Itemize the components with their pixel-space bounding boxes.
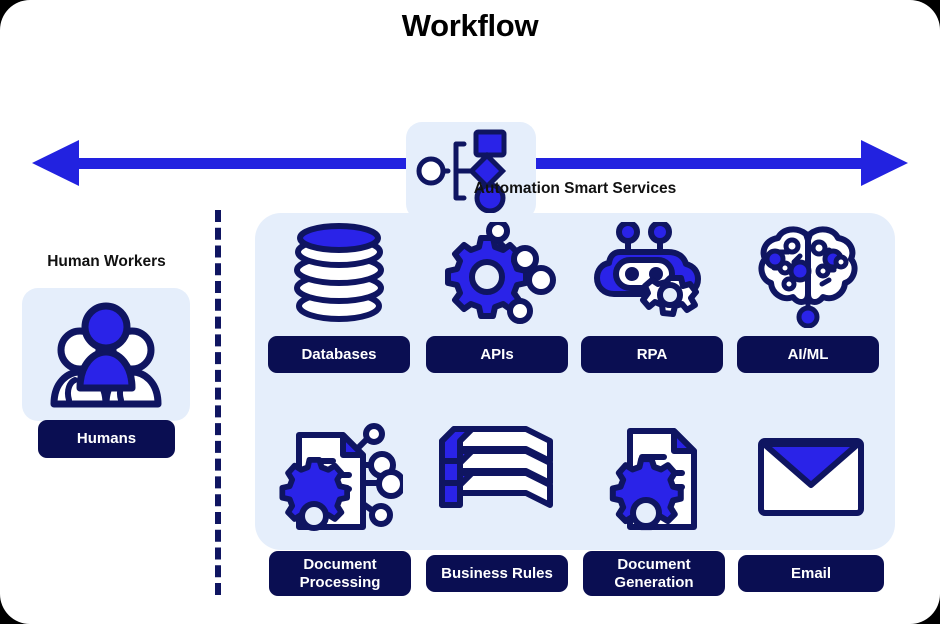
vertical-dashed-divider [215,210,221,595]
services-section-heading: Automation Smart Services [473,180,677,197]
humans-group-icon [40,300,172,410]
workflow-icon-container [406,122,536,220]
document-gear-icon [596,423,712,548]
service-label-databases: Databases [268,336,410,373]
envelope-icon [755,423,867,534]
service-label-document-generation: Document Generation [583,551,725,596]
arrow-shaft-left [76,158,411,169]
service-label-apis: APIs [426,336,568,373]
database-stack-icon [291,222,387,333]
workflow-diagram-icon [416,129,507,214]
service-label-document-processing: Document Processing [269,551,411,596]
humans-label: Humans [38,420,175,458]
arrow-head-right-icon [861,140,908,186]
service-label-business-rules: Business Rules [426,555,568,592]
gear-network-icon [437,219,557,333]
robot-gear-icon [594,220,710,333]
document-gear-network-icon [277,423,406,548]
service-label-email: Email [738,555,884,592]
page-title: Workflow [401,8,539,43]
human-section-heading: Human Workers [47,253,166,270]
book-stack-icon [434,423,560,534]
arrow-head-left-icon [32,140,79,186]
brain-circuit-icon [756,222,860,333]
bidirectional-arrow [0,60,940,220]
arrow-shaft-right [530,158,862,169]
service-label-aiml: AI/ML [737,336,879,373]
service-label-rpa: RPA [581,336,723,373]
